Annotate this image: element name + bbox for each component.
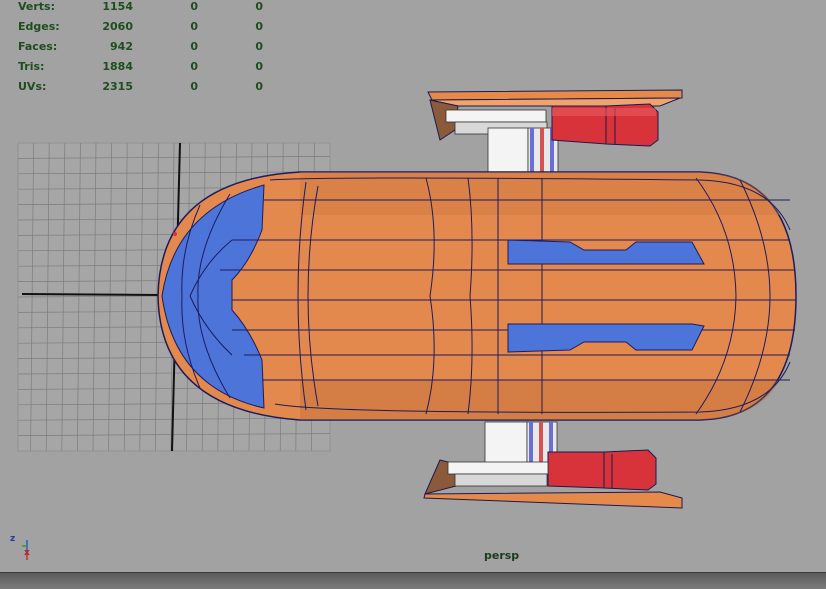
3d-viewport[interactable]: Verts: 1154 0 0 Edges: 2060 0 0 Faces: 9… <box>0 0 826 572</box>
hud-label: Tris: <box>18 60 45 73</box>
hud-value: 942 <box>110 40 133 53</box>
hud-value: 0 <box>255 60 263 73</box>
hud-value: 0 <box>190 80 198 93</box>
grid-line <box>155 142 159 452</box>
hud-value: 1884 <box>102 60 133 73</box>
grid-line <box>108 142 112 452</box>
camera-name-label: persp <box>484 549 520 562</box>
hud-value: 0 <box>255 0 263 13</box>
hud-value: 1154 <box>102 0 133 13</box>
axis-x-label: x <box>24 548 30 558</box>
hud-label: UVs: <box>18 80 47 93</box>
axis-gizmo-icon: z x <box>8 532 38 562</box>
viewport-canvas[interactable] <box>0 0 826 572</box>
hud-label: Faces: <box>18 40 58 53</box>
grid-line <box>17 433 331 436</box>
hud-value: 0 <box>255 80 263 93</box>
grid-line <box>123 142 128 452</box>
bottom-shelf-strip <box>0 572 826 589</box>
axis-z-label: z <box>10 534 16 544</box>
hud-value: 2060 <box>102 20 133 33</box>
hud-value: 0 <box>190 0 198 13</box>
ship-hull[interactable] <box>157 171 797 421</box>
bottom-engine-pod[interactable] <box>423 421 683 509</box>
hud-value: 0 <box>255 20 263 33</box>
hud-value: 0 <box>190 20 198 33</box>
axis-gizmo-graphic <box>22 540 28 560</box>
hud-value: 0 <box>190 60 198 73</box>
grid-line <box>139 142 144 452</box>
hud-label: Edges: <box>18 20 60 33</box>
grid-line <box>92 142 97 452</box>
top-engine-pod[interactable] <box>427 89 683 173</box>
hud-value: 0 <box>255 40 263 53</box>
hud-label: Verts: <box>18 0 56 13</box>
hud-value: 2315 <box>102 80 133 93</box>
hud-value: 0 <box>190 40 198 53</box>
grid-line <box>17 417 331 421</box>
grid-line <box>77 142 81 452</box>
